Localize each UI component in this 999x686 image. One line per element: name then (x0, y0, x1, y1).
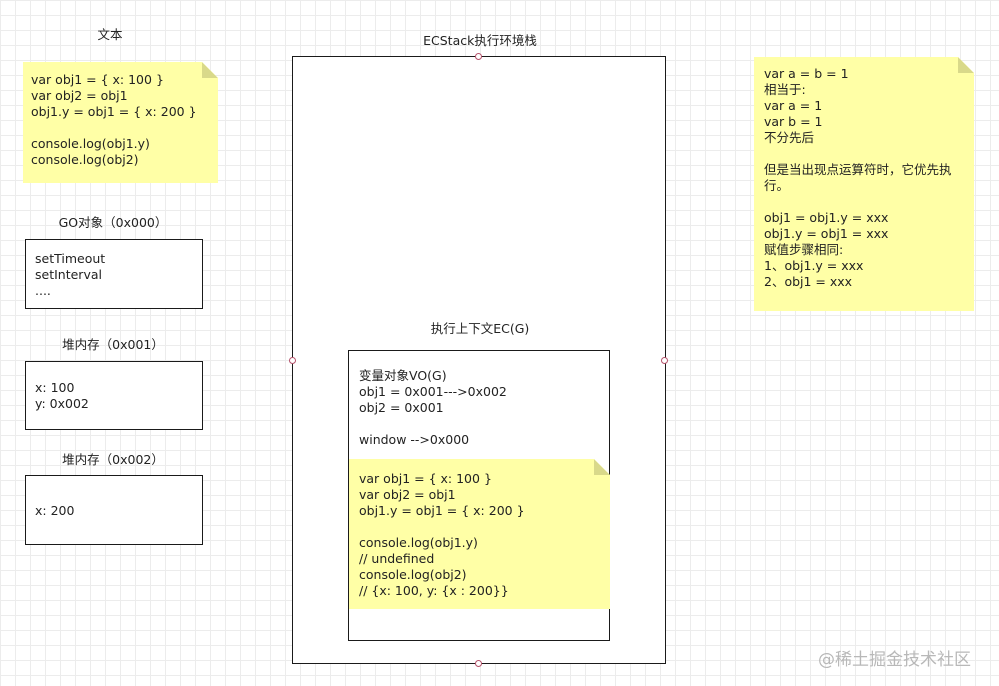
text-line: var b = 1 (764, 114, 823, 129)
text-line: obj1.y = obj1 = xxx (764, 226, 889, 241)
text-line: obj1.y = obj1 = { x: 200 } (31, 104, 197, 119)
text-line: x: 100 (35, 380, 75, 395)
text-line: obj1 = 0x001--->0x002 (359, 384, 507, 399)
text-line: obj2 = 0x001 (359, 400, 444, 415)
text-line: 2、obj1 = xxx (764, 274, 853, 289)
text-line: console.log(obj1.y) (31, 136, 150, 151)
text-line: var obj2 = obj1 (31, 88, 128, 103)
ecstack-handle-bottom[interactable] (475, 660, 482, 667)
text-line: setInterval (35, 267, 102, 282)
text-line (359, 416, 507, 432)
ecstack-handle-right[interactable] (661, 357, 668, 364)
text-line: console.log(obj1.y) (359, 535, 478, 550)
text-line: // undefined (359, 551, 435, 566)
heap-002-title: 堆内存（0x002） (62, 452, 164, 467)
text-line: 但是当出现点运算符时，它优先执 (764, 162, 952, 177)
text-line (359, 519, 600, 535)
heap-002-box[interactable]: x: 200 (25, 475, 203, 545)
ecstack-title: ECStack执行环境栈 (423, 33, 537, 48)
text-line (764, 146, 964, 162)
heap-001-title: 堆内存（0x001） (62, 337, 164, 352)
text-line: .... (35, 283, 51, 298)
text-line: 变量对象VO(G) (359, 368, 447, 383)
text-line: 不分先后 (764, 130, 815, 145)
text-line: y: 0x002 (35, 396, 89, 411)
text-line: var obj1 = { x: 100 } (359, 471, 492, 486)
note-fold-corner (202, 62, 218, 78)
heap-002-lines: x: 200 (35, 503, 193, 519)
text-line: 赋值步骤相同: (764, 242, 844, 257)
text-line: 1、obj1.y = xxx (764, 258, 864, 273)
ecstack-handle-left[interactable] (289, 357, 296, 364)
text-line (764, 194, 964, 210)
go-object-title: GO对象（0x000） (58, 215, 168, 230)
text-line: var obj1 = { x: 100 } (31, 72, 164, 87)
text-line: 相当于: (764, 82, 806, 97)
text-line: setTimeout (35, 251, 106, 266)
text-line: obj1 = obj1.y = xxx (764, 210, 889, 225)
text-line: 行。 (764, 178, 790, 193)
text-line (31, 120, 210, 136)
ec-global-title: 执行上下文EC(G) (430, 321, 530, 336)
text-line: console.log(obj2) (359, 567, 467, 582)
ecstack-handle-top[interactable] (475, 53, 482, 60)
watermark: @稀土掘金技术社区 (818, 650, 971, 670)
text-line: var a = b = 1 (764, 66, 849, 81)
text-line: console.log(obj2) (31, 152, 139, 167)
text-line: var a = 1 (764, 98, 823, 113)
text-line: x: 200 (35, 503, 75, 518)
text-line: // {x: 100, y: {x : 200}} (359, 583, 509, 598)
text-line: window -->0x000 (359, 432, 470, 447)
text-note-title: 文本 (97, 27, 123, 42)
text-line: obj1.y = obj1 = { x: 200 } (359, 503, 525, 518)
note-fold-corner (958, 57, 974, 73)
text-line: var obj2 = obj1 (359, 487, 456, 502)
